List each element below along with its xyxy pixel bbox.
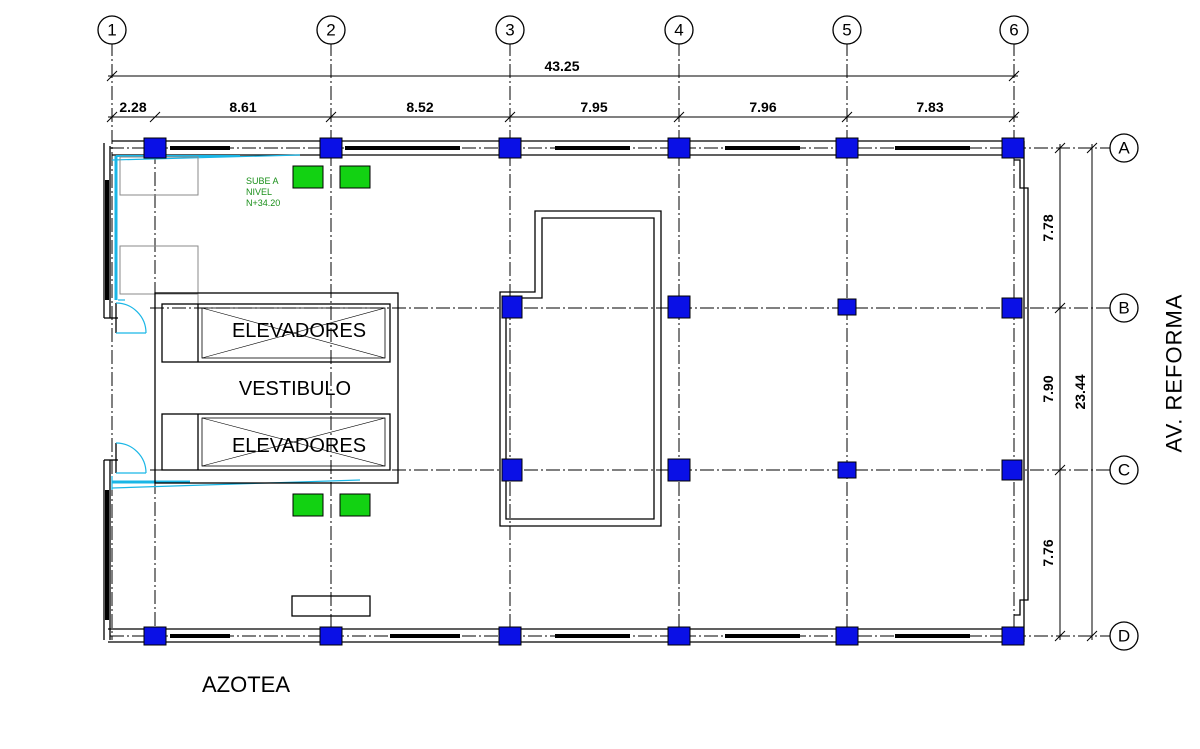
- column: [498, 137, 522, 159]
- column: [498, 626, 522, 646]
- bay-label-1: 2.28: [119, 99, 146, 115]
- door-upper: [115, 302, 147, 334]
- column: [319, 137, 343, 159]
- bubble-d: D: [1109, 621, 1139, 651]
- overall-depth-label: 23.44: [1072, 374, 1088, 409]
- bubble-label-a: A: [1118, 139, 1130, 158]
- central-void: [499, 210, 662, 527]
- bubble-label-5: 5: [842, 21, 851, 40]
- bay-label-4: 7.95: [580, 99, 607, 115]
- elevator-bank-top: ELEVADORES: [161, 303, 391, 363]
- row-spacing-cd: 7.76: [1040, 539, 1056, 566]
- doors: [115, 302, 147, 474]
- equipment-unit: [292, 165, 324, 189]
- bay-label-2: 8.61: [229, 99, 256, 115]
- stair-note: SUBE A NIVEL N+34.20: [246, 176, 280, 208]
- column: [667, 295, 691, 319]
- door-lower: [115, 442, 147, 474]
- bubble-b: B: [1109, 293, 1139, 323]
- lobby-label: VESTIBULO: [239, 378, 351, 400]
- column: [501, 295, 523, 319]
- bubble-a: A: [1109, 133, 1139, 163]
- bubble-label-2: 2: [326, 21, 335, 40]
- elevator-core: ELEVADORES ELEVADORES VESTIBULO: [154, 292, 399, 484]
- column: [501, 458, 523, 482]
- bubble-4: 4: [664, 15, 694, 45]
- elevators-bottom-label: ELEVADORES: [232, 435, 366, 457]
- bay-label-5: 7.96: [749, 99, 776, 115]
- column: [1001, 297, 1023, 319]
- column: [837, 298, 857, 316]
- bubble-label-b: B: [1118, 299, 1129, 318]
- bubble-label-c: C: [1118, 461, 1130, 480]
- column: [1001, 626, 1025, 646]
- elevator-bank-bottom: ELEVADORES: [161, 413, 391, 471]
- column: [1001, 459, 1023, 481]
- equipment-unit: [339, 493, 371, 517]
- bubble-label-d: D: [1118, 627, 1130, 646]
- service-area-outlines: [119, 156, 199, 308]
- equipment-unit: [339, 165, 371, 189]
- roof-hatch: [291, 595, 371, 617]
- column: [667, 626, 691, 646]
- stair-note-line-3: N+34.20: [246, 198, 280, 208]
- window-segments: [105, 146, 970, 638]
- bubble-6: 6: [999, 15, 1029, 45]
- row-spacing-ab: 7.78: [1040, 214, 1056, 241]
- equipment-unit: [292, 493, 324, 517]
- row-spacing-bc: 7.90: [1040, 375, 1056, 402]
- column: [835, 137, 859, 159]
- top-dimensions: 43.25 2.28 8.61 8.52 7.95 7.96 7.83: [106, 58, 1020, 123]
- column: [143, 137, 167, 159]
- column: [835, 626, 859, 646]
- bubble-label-1: 1: [107, 21, 116, 40]
- stair-note-line-1: SUBE A: [246, 176, 279, 186]
- cyan-guide-lines: [111, 154, 361, 490]
- column: [1001, 137, 1025, 159]
- right-dimensions: 7.78 7.90 7.76 23.44: [1040, 142, 1098, 642]
- column: [667, 458, 691, 482]
- bubble-c: C: [1109, 455, 1139, 485]
- structural-columns: [143, 137, 1025, 646]
- bubble-label-6: 6: [1009, 21, 1018, 40]
- street-label: AV. REFORMA: [1162, 294, 1187, 453]
- bubble-label-3: 3: [505, 21, 514, 40]
- bubble-label-4: 4: [674, 21, 683, 40]
- bubble-1: 1: [97, 15, 127, 45]
- building-outline: [103, 140, 1029, 643]
- elevators-top-label: ELEVADORES: [232, 320, 366, 342]
- plan-title: AZOTEA: [202, 672, 290, 697]
- overall-width-label: 43.25: [544, 58, 579, 74]
- row-bubbles: A B C D: [1109, 133, 1139, 651]
- column: [837, 461, 857, 479]
- stair-note-line-2: NIVEL: [246, 187, 272, 197]
- bay-label-6: 7.83: [916, 99, 943, 115]
- bay-label-3: 8.52: [406, 99, 433, 115]
- rooftop-equipment: [292, 165, 371, 517]
- bubble-2: 2: [316, 15, 346, 45]
- column: [319, 626, 343, 646]
- bubble-3: 3: [495, 15, 525, 45]
- column: [143, 626, 167, 646]
- column-bubbles: 1 2 3 4 5 6: [97, 15, 1029, 45]
- bubble-5: 5: [832, 15, 862, 45]
- column: [667, 137, 691, 159]
